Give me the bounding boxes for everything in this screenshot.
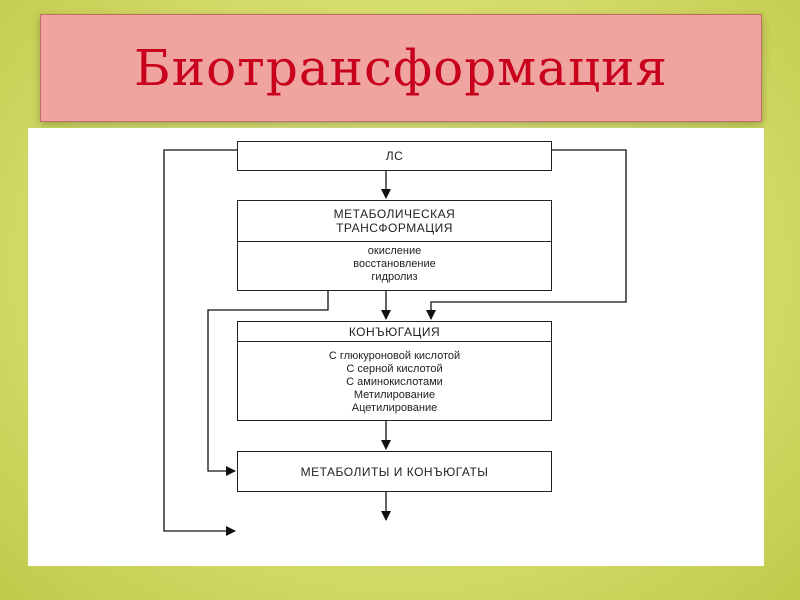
ls-box: ЛС [237,141,552,171]
ls-label: ЛС [385,149,404,163]
metabolic-divider [238,241,551,242]
metabolic-item-hydrolysis: гидролиз [371,271,418,283]
slide-title: Биотрансформация [134,39,668,97]
metabolic-item-oxidation: окисление [367,245,422,257]
conjugation-item-methylation: Метилирование [353,389,436,401]
slide-title-bar: Биотрансформация [40,14,762,122]
arrow-ls-bypass-to-conjugation [426,149,627,320]
conjugation-divider [238,341,551,342]
metabolic-title-line2: ТРАНСФОРМАЦИЯ [336,221,453,235]
metabolic-item-reduction: восстановление [353,258,436,270]
diagram-panel: ЛС МЕТАБОЛИЧЕСКАЯ ТРАНСФОРМАЦИЯ окислени… [28,128,764,566]
conjugation-box: КОНЪЮГАЦИЯ С глюкуроновой кислотой С сер… [237,321,552,421]
conjugation-item-glucuronic: С глюкуроновой кислотой [328,350,461,362]
metabolites-box: МЕТАБОЛИТЫ И КОНЪЮГАТЫ [237,451,552,492]
arrow-metabolic-bypass-to-metabolites [207,291,329,476]
conjugation-item-sulfuric: С серной кислотой [346,363,443,375]
metabolic-title-line1: МЕТАБОЛИЧЕСКАЯ [333,207,456,221]
conjugation-item-acetylation: Ацетилирование [351,402,438,414]
metabolites-label: МЕТАБОЛИТЫ И КОНЪЮГАТЫ [300,464,489,479]
arrow-ls-bypass-to-bottom [163,149,237,536]
conjugation-title: КОНЪЮГАЦИЯ [348,325,441,339]
metabolic-transformation-box: МЕТАБОЛИЧЕСКАЯ ТРАНСФОРМАЦИЯ окисление в… [237,200,552,291]
conjugation-item-amino: С аминокислотами [346,376,443,388]
flow-connectors [163,149,627,536]
